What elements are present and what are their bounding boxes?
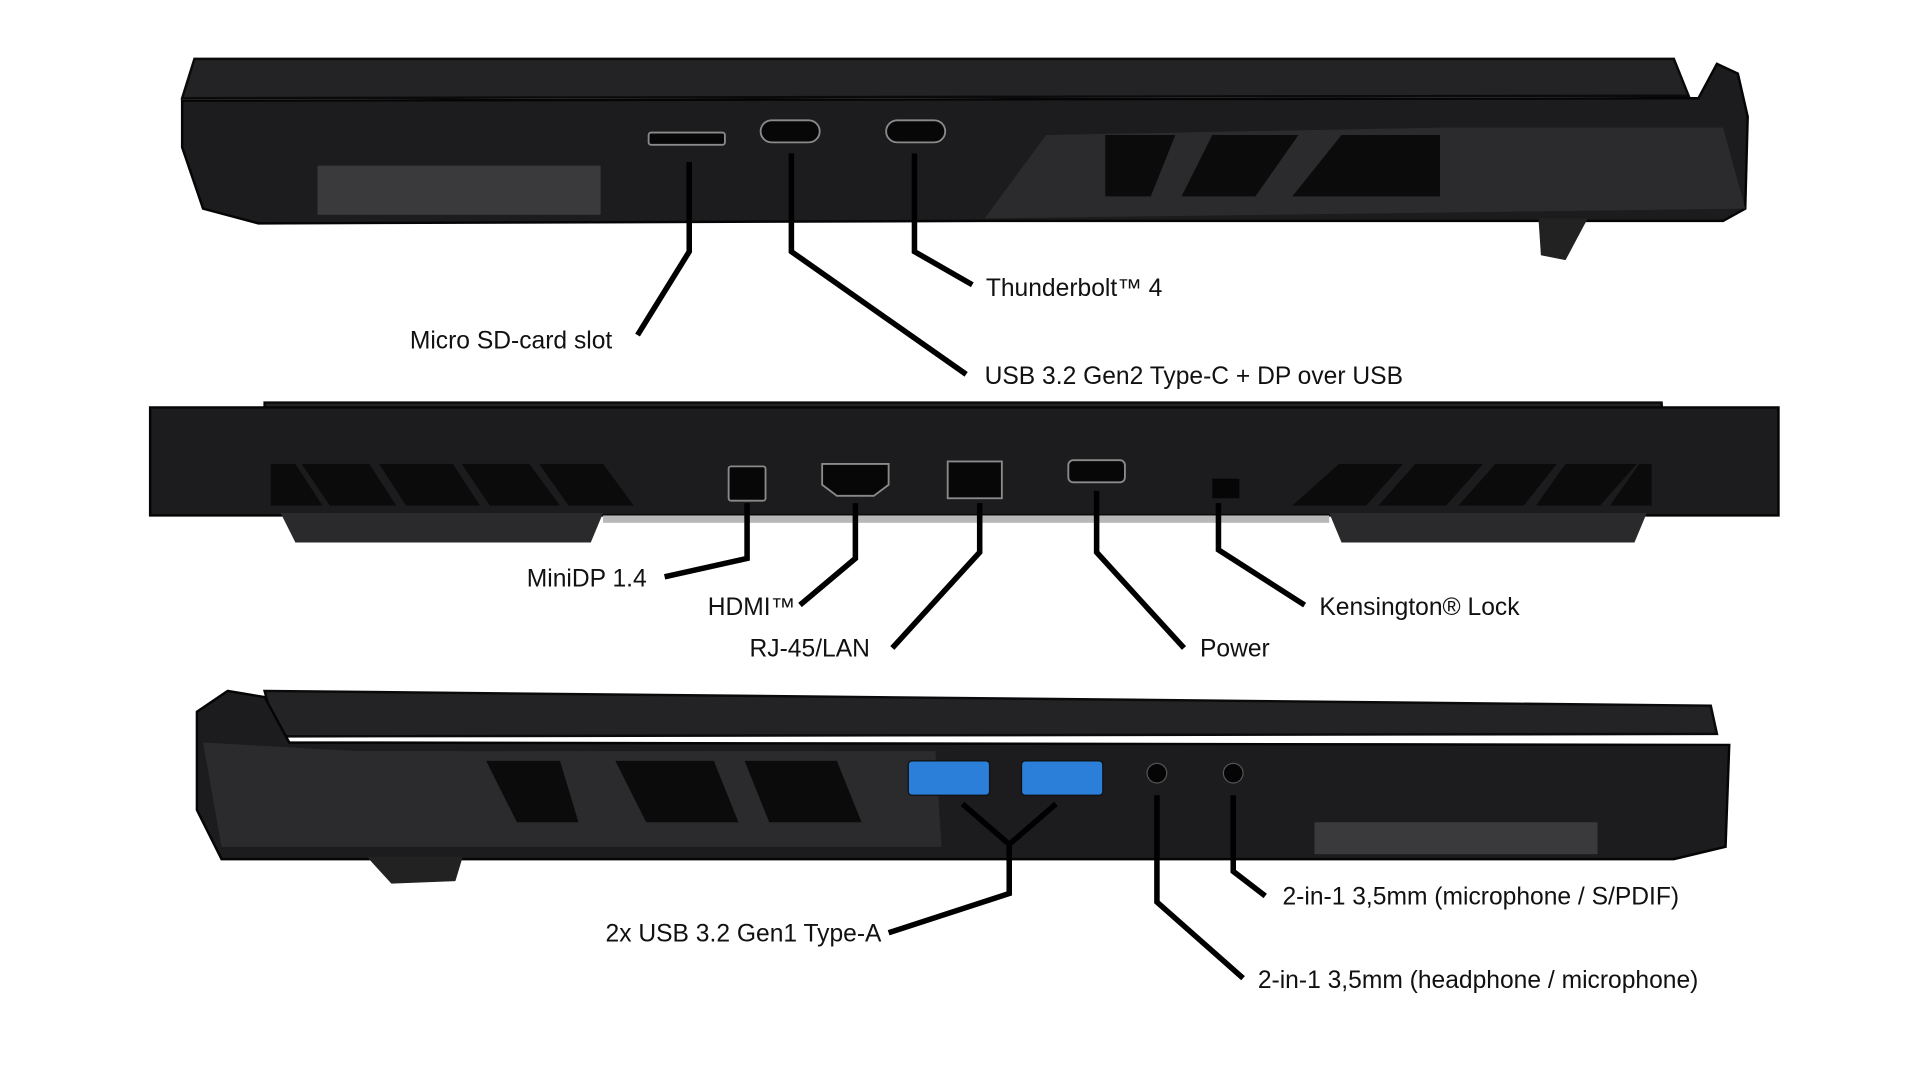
- label-microsd: Micro SD-card slot: [410, 328, 613, 355]
- label-hdmi: HDMI™: [708, 594, 796, 621]
- audio-jack-headphone: [1146, 762, 1168, 784]
- foot: [1538, 218, 1588, 261]
- microsd-slot: [647, 131, 726, 146]
- label-usba: 2x USB 3.2 Gen1 Type-A: [606, 920, 883, 947]
- exhaust-vent: [1105, 135, 1440, 197]
- leader-usbc: [788, 153, 968, 377]
- usbc-port: [759, 119, 821, 144]
- foot-right: [1329, 513, 1647, 543]
- label-thunderbolt: Thunderbolt™ 4: [986, 275, 1163, 302]
- side-vent-grill: [1314, 822, 1598, 855]
- label-usbc: USB 3.2 Gen2 Type-C + DP over USB: [985, 363, 1403, 390]
- label-audio-mic: 2-in-1 3,5mm (microphone / S/PDIF): [1282, 884, 1679, 911]
- label-kensington: Kensington® Lock: [1319, 594, 1520, 621]
- foot-left: [280, 513, 604, 543]
- label-minidp: MiniDP 1.4: [527, 566, 647, 593]
- foot: [366, 856, 463, 884]
- leader-microsd: [635, 162, 692, 337]
- power-port: [1067, 459, 1126, 484]
- laptop-right-side-view: [195, 689, 1731, 884]
- leader-audio-mic: [1230, 795, 1267, 899]
- leader-rj45: [890, 503, 983, 650]
- bottom-edge: [603, 515, 1330, 523]
- leader-power: [1093, 490, 1187, 650]
- rj45-port: [946, 460, 1003, 500]
- hdmi-port: [821, 462, 890, 497]
- exhaust-vent: [486, 760, 862, 823]
- leader-audio-hp: [1154, 795, 1245, 981]
- rear-vent-right: [1292, 463, 1652, 506]
- lid: [180, 57, 1691, 100]
- side-vent-grill: [317, 165, 601, 215]
- label-rj45: RJ-45/LAN: [750, 636, 870, 663]
- audio-jack-mic: [1222, 762, 1244, 784]
- label-audio-hp: 2-in-1 3,5mm (headphone / microphone): [1258, 967, 1699, 994]
- lid: [263, 689, 1719, 738]
- thunderbolt-port: [885, 119, 947, 144]
- leader-minidp: [664, 503, 750, 580]
- usba-port-1: [907, 760, 991, 796]
- leader-hdmi: [798, 503, 859, 608]
- rear-vent-left: [270, 463, 634, 506]
- label-power: Power: [1200, 636, 1270, 663]
- usba-port-2: [1020, 760, 1104, 796]
- leader-thunderbolt: [911, 153, 974, 288]
- minidp-port: [727, 465, 767, 502]
- laptop-left-side-view: [180, 57, 1749, 261]
- laptop-rear-view: [148, 401, 1780, 543]
- leader-usba: [887, 844, 1012, 936]
- leader-kensington: [1215, 503, 1307, 608]
- kensington-slot: [1212, 478, 1240, 499]
